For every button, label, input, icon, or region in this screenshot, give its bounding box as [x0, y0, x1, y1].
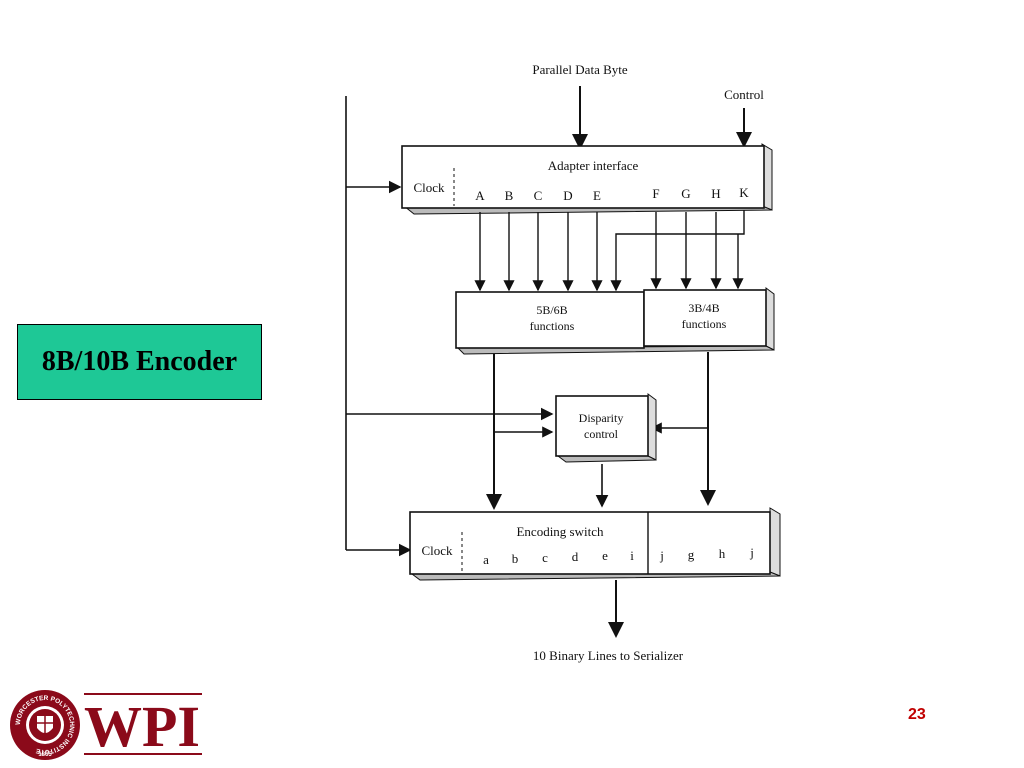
disparity-line1: Disparity — [579, 411, 624, 425]
pin-H: H — [711, 186, 720, 201]
wpi-seal-icon: WORCESTER POLYTECHNIC INSTITUTE 1865 — [10, 690, 80, 760]
control-label: Control — [724, 87, 764, 102]
disparity-control-box: Disparity control — [555, 393, 657, 463]
pin-A: A — [475, 188, 485, 203]
pin-F: F — [652, 186, 659, 201]
slide-title-box: 8B/10B Encoder — [17, 324, 262, 400]
block-3b4b-line2: functions — [682, 317, 727, 331]
out-j2: j — [749, 545, 754, 560]
encoding-switch-box: Encoding switch Clock a b c d e i j g h … — [409, 507, 781, 581]
out-a: a — [483, 552, 489, 567]
block-5b6b-line1: 5B/6B — [536, 303, 567, 317]
out-i: i — [630, 548, 634, 563]
pin-C: C — [534, 188, 543, 203]
pin-E: E — [593, 188, 601, 203]
seal-year: 1865 — [38, 752, 52, 758]
input-label: Parallel Data Byte — [532, 62, 628, 77]
block-5b6b — [455, 291, 645, 349]
block-3b4b — [643, 289, 767, 347]
pin-K: K — [739, 185, 749, 200]
out-g: g — [688, 547, 695, 562]
encoder-label: Encoding switch — [516, 524, 604, 539]
lines-to-5b6b — [474, 210, 745, 292]
slide-title: 8B/10B Encoder — [41, 346, 238, 377]
out-d: d — [572, 549, 579, 564]
out-b: b — [512, 551, 519, 566]
encoder-clock-label: Clock — [421, 543, 453, 558]
adapter-label: Adapter interface — [548, 158, 639, 173]
out-h: h — [719, 546, 726, 561]
block-3b4b-line1: 3B/4B — [688, 301, 719, 315]
adapter-clock-label: Clock — [413, 180, 445, 195]
pin-B: B — [505, 188, 514, 203]
disparity-line2: control — [584, 427, 619, 441]
lines-to-3b4b — [650, 212, 744, 290]
adapter-interface-box: Adapter interface Clock A B C D E F G H … — [401, 143, 773, 215]
out-c: c — [542, 550, 548, 565]
wpi-wordmark: WPI — [84, 694, 200, 759]
output-label: 10 Binary Lines to Serializer — [533, 648, 684, 663]
wpi-logo: WORCESTER POLYTECHNIC INSTITUTE 1865 WPI — [10, 690, 202, 760]
out-j1: j — [659, 548, 664, 563]
function-blocks: 5B/6B functions 3B/4B functions — [455, 287, 775, 355]
block-5b6b-line2: functions — [530, 319, 575, 333]
page-number: 23 — [908, 706, 926, 723]
pin-G: G — [681, 186, 690, 201]
out-e: e — [602, 548, 608, 563]
pin-D: D — [563, 188, 572, 203]
